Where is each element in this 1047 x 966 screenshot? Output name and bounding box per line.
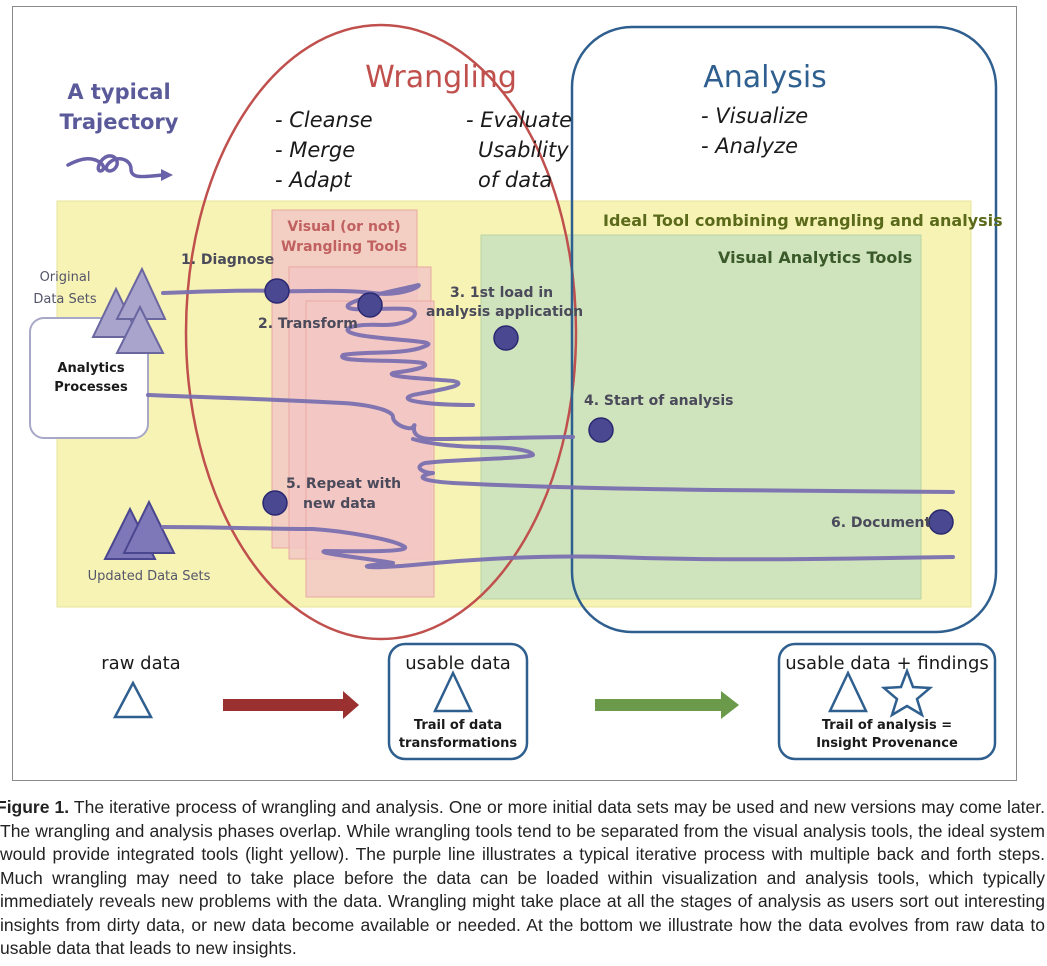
arrow-right-icon [595, 691, 739, 719]
step-label: 2. Transform [258, 316, 358, 332]
trail-transform-label: Trail of data [414, 718, 502, 733]
trail-analysis-label: Insight Provenance [816, 736, 958, 751]
triangle-icon [112, 680, 154, 719]
step-label: 1. Diagnose [181, 252, 274, 268]
step-marker [262, 490, 288, 516]
figure-caption: Figure 1. The iterative process of wrang… [0, 796, 1047, 961]
original-data-sets-label: Original [40, 270, 91, 285]
wrangling-item: - Cleanse [275, 108, 373, 132]
findings-label: usable data + findings [785, 653, 989, 674]
step-label: 5. Repeat with [286, 476, 401, 492]
triangle-icon [433, 670, 473, 713]
analytics-processes-label: Processes [54, 380, 128, 395]
visual-analytics-region [480, 234, 922, 600]
squiggle-arrow-icon [66, 154, 173, 181]
figure-frame: Wrangling Analysis A typical Trajectory … [12, 6, 1017, 781]
step-label: 4. Start of analysis [584, 393, 733, 409]
updated-data-sets-label: Updated Data Sets [88, 569, 211, 584]
wrangling-item: - Merge [275, 138, 355, 162]
triangle-icon [828, 670, 868, 713]
analysis-item: - Analyze [701, 134, 798, 158]
original-data-sets-label: Data Sets [33, 292, 97, 307]
step-label: new data [303, 496, 376, 512]
caption-text: The iterative process of wrangling and a… [0, 797, 1045, 958]
analysis-region [570, 25, 998, 634]
wrangling-title: Wrangling [365, 60, 517, 95]
trail-analysis-label: Trail of analysis = [822, 718, 952, 733]
wrangling-ellipse [184, 23, 578, 641]
step-marker [264, 278, 290, 304]
star-icon [880, 667, 934, 718]
trajectory-title: A typical [67, 80, 170, 104]
step-marker [493, 325, 519, 351]
wrangling-tools-label: Visual (or not) [287, 219, 400, 235]
step-label: 3. 1st load in [450, 285, 553, 301]
evaluate-item: Usability [478, 138, 569, 162]
wrangling-tools-label: Wrangling Tools [281, 239, 407, 255]
usable-data-label: usable data [405, 653, 511, 674]
original-data-sets-icon [91, 266, 167, 354]
caption-label: Figure 1. [0, 797, 70, 817]
step-marker [357, 292, 383, 318]
trail-transform-label: transformations [399, 736, 518, 751]
evaluate-item: - Evaluate [466, 108, 572, 132]
step-label: 6. Document [831, 515, 931, 531]
evaluate-item: of data [478, 168, 552, 192]
trajectory-line [146, 283, 955, 570]
wrangling-analysis-diagram: Wrangling Analysis A typical Trajectory … [29, 23, 1003, 761]
analytics-processes-label: Analytics [57, 361, 124, 376]
arrow-right-icon [223, 691, 359, 719]
step-marker [588, 417, 614, 443]
step-marker [928, 509, 954, 535]
ideal-tool-label: Ideal Tool combining wrangling and analy… [603, 211, 1003, 230]
va-tools-label: Visual Analytics Tools [718, 248, 912, 267]
trajectory-title: Trajectory [60, 110, 179, 134]
findings-box [777, 642, 997, 761]
analysis-title: Analysis [703, 60, 827, 95]
step-label: analysis application [426, 304, 583, 320]
raw-data-label: raw data [101, 653, 180, 674]
analysis-item: - Visualize [701, 104, 808, 128]
wrangling-item: - Adapt [275, 168, 352, 192]
